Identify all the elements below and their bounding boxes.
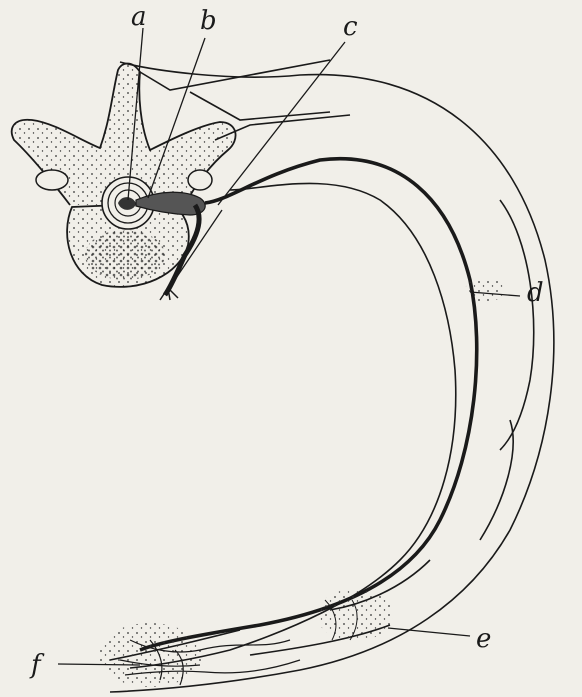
label-f: f xyxy=(31,652,41,678)
terminal-branches xyxy=(98,623,300,687)
anterior-branch-region xyxy=(317,589,393,641)
label-a: a xyxy=(131,4,147,30)
label-d: d xyxy=(527,280,544,306)
label-c: c xyxy=(343,14,358,40)
label-b: b xyxy=(200,8,217,34)
lateral-cutaneous-branch xyxy=(465,278,505,302)
label-e: e xyxy=(476,626,491,652)
intercostal-nerve xyxy=(140,159,477,650)
